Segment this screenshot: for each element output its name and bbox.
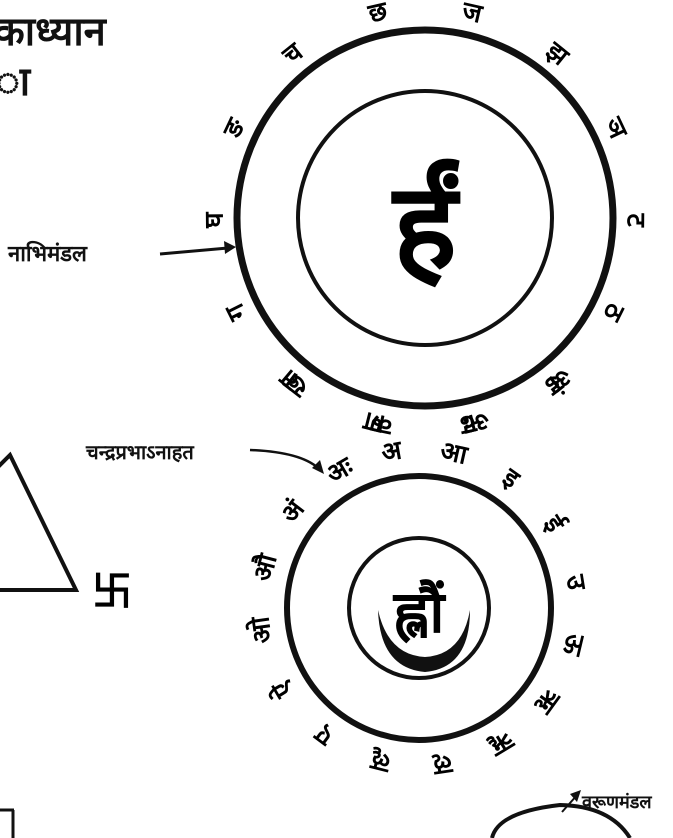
ring-glyph: ॡ bbox=[366, 745, 394, 779]
ring-glyph: ट bbox=[620, 212, 650, 227]
ring-glyph: झ bbox=[539, 36, 575, 73]
ring-glyph: ङ bbox=[217, 113, 252, 143]
ring-glyph: ठ bbox=[596, 297, 631, 326]
ring-glyph: ॠ bbox=[483, 724, 520, 763]
ring-glyph: ऌ bbox=[430, 748, 455, 781]
ring-glyph: ए bbox=[308, 718, 340, 752]
ring-glyph: ऋ bbox=[527, 683, 566, 721]
chandra-prabha-label: चन्द्रप्रभाऽनाहत bbox=[86, 438, 194, 465]
ring-glyph: अः bbox=[321, 451, 359, 490]
ring-glyph: च bbox=[276, 36, 310, 71]
ring-glyph: आ bbox=[437, 436, 471, 471]
ring-glyph: ओ bbox=[244, 613, 279, 645]
nabhi-mandal-label: नाभिमंडल bbox=[8, 238, 87, 268]
ring-glyph: ग bbox=[219, 297, 253, 326]
ring-glyph: औ bbox=[247, 550, 284, 585]
lower-center-glyph: ह्लौं bbox=[393, 578, 447, 646]
nabhi-arrow-head bbox=[224, 241, 236, 254]
ring-glyph: अं bbox=[275, 494, 312, 529]
ring-glyph: छ bbox=[365, 0, 392, 30]
ring-glyph: ज bbox=[458, 0, 486, 30]
ring-glyph: ञ bbox=[597, 112, 634, 145]
varun-mandal-label: वरूणमंडल bbox=[582, 790, 652, 814]
ring-glyph: ई bbox=[537, 509, 571, 538]
chandra-arrow-line bbox=[250, 450, 318, 468]
nabhi-arrow-line bbox=[160, 248, 228, 254]
triangle-fragment bbox=[0, 455, 76, 590]
ring-glyph: घ bbox=[199, 211, 229, 229]
ring-glyph: इ bbox=[496, 462, 526, 495]
upper-center-glyph: र्हं bbox=[391, 158, 461, 297]
ring-glyph: ऊ bbox=[556, 630, 590, 659]
ring-glyph: उ bbox=[559, 572, 591, 594]
swastika-symbol: 卐 bbox=[92, 569, 132, 615]
ring-glyph: अ bbox=[379, 435, 405, 468]
ring-glyph: ऐ bbox=[264, 674, 299, 704]
